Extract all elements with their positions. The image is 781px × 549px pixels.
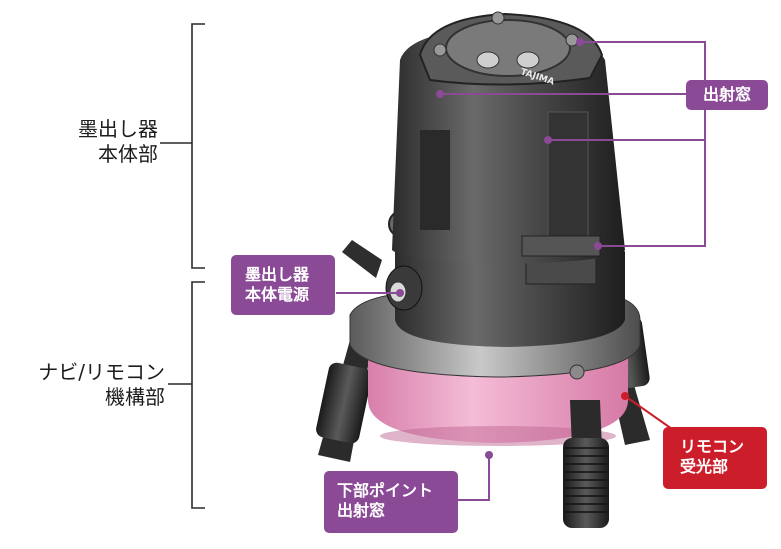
navi-remote-label: ナビ/リモコン 機構部	[38, 360, 165, 409]
remote-receiver-callout: リモコン 受光部	[663, 427, 767, 489]
navi-remote-bracket	[191, 281, 205, 509]
front-window	[547, 111, 589, 243]
emission-window-dots	[436, 38, 602, 250]
bottom-point-leader	[458, 455, 490, 501]
main-body-label: 墨出し器 本体部	[78, 117, 158, 166]
bottom-point-callout: 下部ポイント 出射窓	[324, 471, 458, 533]
tripod-leg-front	[563, 400, 609, 528]
main-body-bracket	[191, 23, 205, 269]
side-window-left	[420, 130, 450, 230]
main-power-callout: 墨出し器 本体電源	[231, 255, 335, 315]
top-cap: TAJIMA	[418, 11, 604, 88]
emission-window-callout: 出射窓	[686, 80, 768, 110]
tripod-leg-left	[316, 340, 372, 462]
emission-window-leaders	[440, 41, 706, 247]
